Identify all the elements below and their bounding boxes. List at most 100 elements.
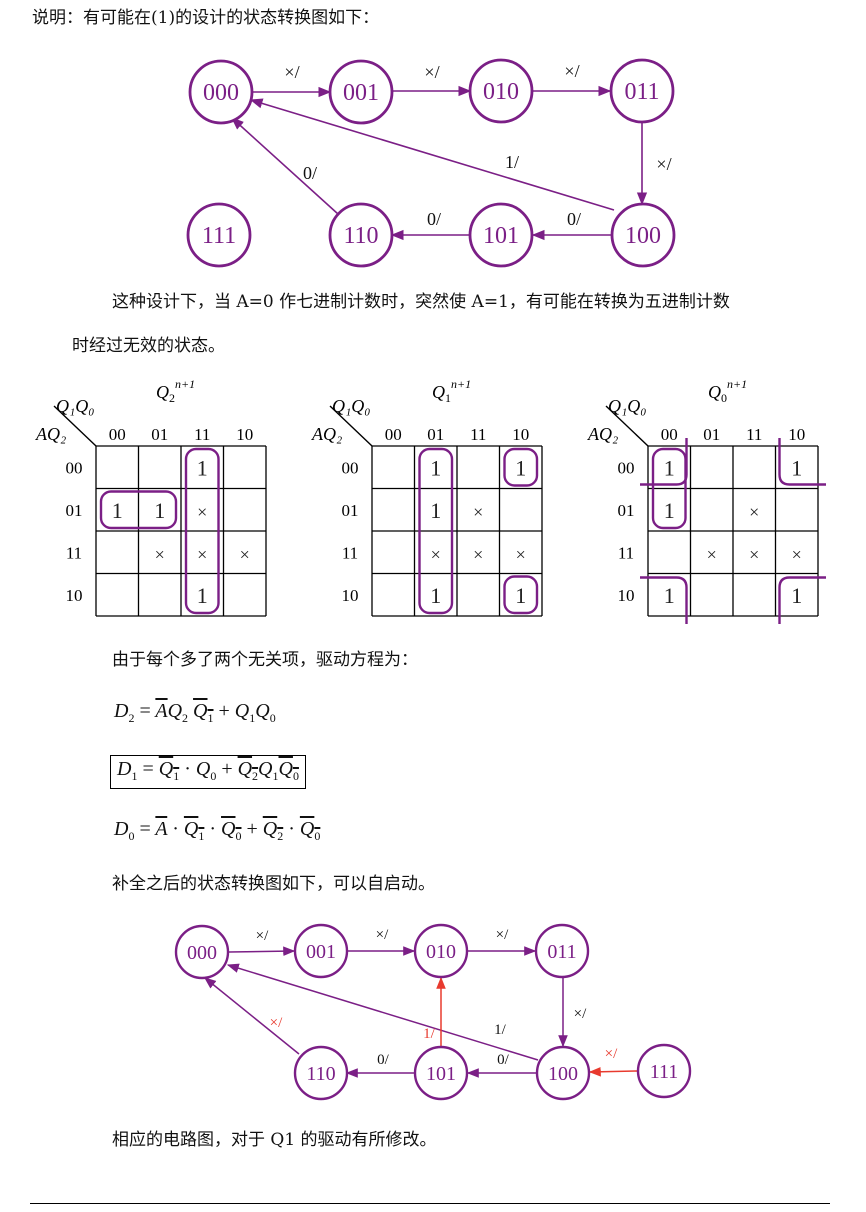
edge-label: 1/ [494, 1022, 507, 1038]
kmap-cell-value: × [240, 544, 250, 564]
edge-100-000 [249, 98, 615, 211]
kmap-col-header: 01 [703, 425, 720, 444]
kmap-cell-value: 1 [515, 455, 526, 480]
kmap-cell-value: × [792, 544, 802, 564]
edge-label: ×/ [574, 1006, 587, 1022]
kmap-group-wrap [640, 438, 688, 486]
state-label: 100 [548, 1063, 578, 1085]
kmap-col-header: 00 [385, 425, 402, 444]
state-label: 011 [624, 79, 659, 105]
kmap-title: Q2n+1 [156, 377, 195, 405]
kmap-diagonal [53, 405, 97, 447]
edge-label-red: ×/ [270, 1015, 283, 1031]
state-label: 100 [625, 223, 661, 249]
kmap-cell-value: 1 [664, 455, 675, 480]
edge-110-000 [204, 977, 300, 1055]
kmap-group [651, 447, 687, 530]
kmap-diagonal [605, 405, 649, 447]
kmap-group [99, 490, 178, 530]
kmap-cell-value: × [197, 502, 207, 522]
kmap-row-header: 01 [66, 501, 83, 520]
edge-label: ×/ [656, 154, 671, 174]
edge-label: 0/ [497, 1052, 510, 1068]
kmap-cell-value: 1 [430, 498, 441, 523]
kmap-cell-value: 1 [664, 583, 675, 608]
kmap-row-header: 10 [618, 586, 635, 605]
state-110 [328, 202, 394, 268]
edge-label: ×/ [376, 927, 389, 943]
kmap-col-header: 11 [746, 425, 762, 444]
state-111 [186, 202, 252, 268]
state-label: 001 [343, 80, 379, 106]
paragraph-1a: 这种设计下，当 A=0 作七进制计数时，突然使 A=1，有可能在转换为五进制计数 [112, 292, 730, 312]
state-010 [468, 58, 534, 124]
kmap-col-header: 00 [109, 425, 126, 444]
kmap-row-header: 11 [66, 543, 82, 562]
kmap-group [503, 575, 539, 615]
equation-d2: D2 = AQ2 Q1 + Q1Q0 [114, 700, 276, 725]
kmap-col-header: 10 [512, 425, 529, 444]
kmap-row-header: 10 [66, 586, 83, 605]
edge-label: ×/ [564, 61, 579, 81]
state-label: 010 [426, 941, 456, 963]
equation-d1: D1 = Q1 · Q0 + Q2Q1Q0 [110, 755, 306, 789]
kmap-cell-value: × [749, 502, 759, 522]
kmap-cell-value: 1 [197, 583, 208, 608]
kmap-col-header: 11 [194, 425, 210, 444]
kmap-row-var: AQ₂ [35, 424, 66, 444]
kmap-col-header: 00 [661, 425, 678, 444]
state-label: 111 [650, 1061, 679, 1083]
state-label: 011 [547, 941, 576, 963]
kmap-cell-value: × [749, 544, 759, 564]
edge-000-001 [228, 946, 296, 956]
kmap-row-var: AQ₂ [311, 424, 342, 444]
kmap-cell-value: 1 [430, 583, 441, 608]
kmap-cell-value: 1 [430, 455, 441, 480]
kmap-group [503, 447, 539, 487]
kmap-group [418, 447, 454, 615]
edge-label: 0/ [567, 209, 581, 229]
kmap-col-var: Q₁Q₀ [332, 396, 371, 416]
kmap-cell-value: × [516, 544, 526, 564]
kmap-cell-value: × [473, 502, 483, 522]
edge-label: ×/ [496, 927, 509, 943]
equation-d0: D0 = A · Q1 · Q0 + Q2 · Q0 [114, 818, 321, 843]
state-100 [610, 202, 676, 268]
kmap-cell-value: 1 [197, 455, 208, 480]
state-100 [535, 1045, 591, 1101]
edge-label: ×/ [256, 928, 269, 944]
paragraph-4: 相应的电路图，对于 Q1 的驱动有所修改。 [112, 1130, 437, 1150]
edge-110-000 [231, 117, 339, 215]
edge-label: 0/ [303, 163, 317, 183]
kmap-col-header: 10 [236, 425, 253, 444]
kmap-cell-value: 1 [154, 498, 165, 523]
kmap-col-header: 01 [427, 425, 444, 444]
state-110 [293, 1045, 349, 1101]
edge-label: 0/ [377, 1052, 390, 1068]
kmap-col-header: 01 [151, 425, 168, 444]
kmap-cell-value: 1 [664, 498, 675, 523]
kmap-cell-value: 1 [791, 583, 802, 608]
state-000 [188, 59, 254, 125]
kmap-group-wrap [640, 576, 688, 624]
state-label: 101 [483, 223, 519, 249]
state-label: 000 [203, 80, 239, 106]
kmap-cell-value: × [473, 544, 483, 564]
kmap-group [184, 447, 220, 615]
kmap-row-header: 11 [618, 543, 634, 562]
kmap-row-header: 00 [66, 458, 83, 477]
edge-label: ×/ [284, 62, 299, 82]
kmap-cell-value: 1 [515, 583, 526, 608]
edge-label-red: ×/ [605, 1046, 618, 1062]
kmap-row-header: 00 [618, 458, 635, 477]
kmap-cell-value: × [197, 544, 207, 564]
state-label: 111 [202, 223, 236, 249]
state-011 [609, 58, 675, 124]
state-010 [413, 923, 469, 979]
state-label: 101 [426, 1063, 456, 1085]
edge-111-100 [588, 1066, 639, 1077]
kmap-title: Q1n+1 [432, 377, 471, 405]
kmap-cell-value: × [707, 544, 717, 564]
